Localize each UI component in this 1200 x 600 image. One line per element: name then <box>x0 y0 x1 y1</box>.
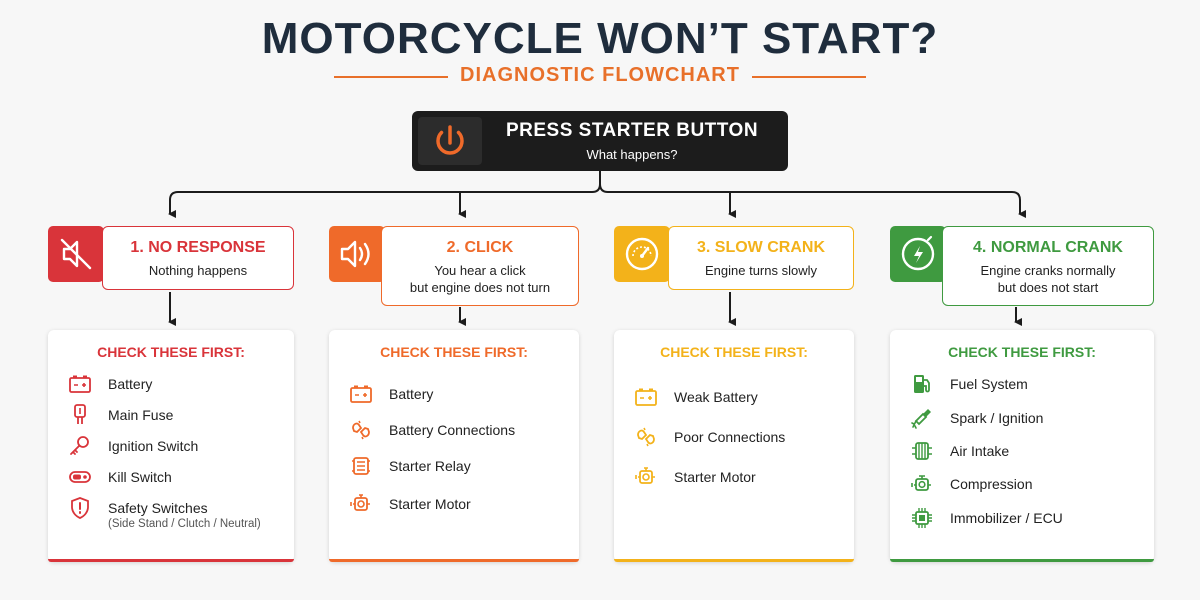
list-item: Starter Motor <box>329 492 579 516</box>
list-item: Main Fuse <box>48 403 294 427</box>
branch-2-title: 2. CLICK <box>446 239 514 256</box>
air-filter-icon <box>910 439 934 463</box>
check-label: Starter Motor <box>674 469 756 485</box>
branch-4-title: 4. NORMAL CRANK <box>973 239 1123 256</box>
battery-icon <box>634 385 658 409</box>
spark-plug-icon <box>910 406 934 430</box>
card-accent-bar <box>890 559 1154 562</box>
list-item: Immobilizer / ECU <box>890 506 1154 530</box>
check-label: Starter Relay <box>389 458 471 474</box>
start-node: PRESS STARTER BUTTON What happens? <box>412 111 788 171</box>
check-label: Immobilizer / ECU <box>950 510 1063 526</box>
tachometer-icon <box>890 226 946 282</box>
branch-2-checklist: CHECK THESE FIRST: Battery Battery Conne… <box>329 330 579 562</box>
branch-1-title: 1. NO RESPONSE <box>130 239 266 256</box>
kill-switch-icon <box>68 465 92 489</box>
branch-1-description: Nothing happens <box>148 263 248 278</box>
list-item: Spark / Ignition <box>890 406 1154 430</box>
connection-icon <box>634 425 658 449</box>
branch-1-header: 1. NO RESPONSE Nothing happens <box>102 226 294 290</box>
page-title: MOTORCYCLE WON’T START? <box>261 14 939 63</box>
list-item: Battery Connections <box>329 418 579 442</box>
branch-1-checklist: CHECK THESE FIRST: Battery Main Fuse Ign… <box>48 330 294 562</box>
fuel-pump-icon <box>910 372 934 396</box>
check-label: Battery Connections <box>389 422 516 438</box>
list-item: Compression <box>890 472 1154 496</box>
branch-3-title: 3. SLOW CRANK <box>697 239 825 256</box>
check-label: Battery <box>108 376 153 392</box>
divider-left <box>334 76 448 78</box>
list-item: Fuel System <box>890 372 1154 396</box>
check-label: Safety Switches <box>108 500 208 516</box>
check-label: Ignition Switch <box>108 438 199 454</box>
motor-icon <box>634 465 658 489</box>
card-accent-bar <box>329 559 579 562</box>
check-label: Weak Battery <box>674 389 758 405</box>
check-label: Poor Connections <box>674 429 786 445</box>
gauge-icon <box>614 226 670 282</box>
list-item: Poor Connections <box>614 425 854 449</box>
check-label: Main Fuse <box>108 407 174 423</box>
shield-icon <box>68 496 92 520</box>
check-label: Fuel System <box>950 376 1028 392</box>
branch-2-check-heading: CHECK THESE FIRST: <box>380 344 528 360</box>
check-label: Compression <box>950 476 1033 492</box>
list-item: Starter Relay <box>329 454 579 478</box>
branch-4-description-line1: Engine cranks normally <box>980 263 1116 278</box>
list-item: Air Intake <box>890 439 1154 463</box>
branch-4-description-line2: but does not start <box>997 280 1099 295</box>
list-item: Battery <box>329 382 579 406</box>
check-label: Air Intake <box>950 443 1010 459</box>
check-label: Spark / Ignition <box>950 410 1044 426</box>
check-label: Starter Motor <box>389 496 471 512</box>
relay-icon <box>349 454 373 478</box>
compression-icon <box>910 472 934 496</box>
branch-3-description: Engine turns slowly <box>705 263 817 278</box>
connection-icon <box>349 418 373 442</box>
motor-icon <box>349 492 373 516</box>
subtitle-row: DIAGNOSTIC FLOWCHART <box>0 64 1200 90</box>
branch-2-description-line2: but engine does not turn <box>409 280 551 295</box>
page-subtitle: DIAGNOSTIC FLOWCHART <box>460 64 740 86</box>
start-question: What happens? <box>586 147 678 162</box>
branch-2-header: 2. CLICK You hear a click but engine doe… <box>381 226 579 306</box>
power-icon <box>418 117 482 165</box>
branch-4-checklist: CHECK THESE FIRST: Fuel System Spark / I… <box>890 330 1154 562</box>
list-item: Safety Switches (Side Stand / Clutch / N… <box>48 496 294 530</box>
list-item: Battery <box>48 372 294 396</box>
branch-4-header: 4. NORMAL CRANK Engine cranks normally b… <box>942 226 1154 306</box>
list-item: Kill Switch <box>48 465 294 489</box>
key-icon <box>68 434 92 458</box>
branch-3-checklist: CHECK THESE FIRST: Weak Battery Poor Con… <box>614 330 854 562</box>
list-item: Ignition Switch <box>48 434 294 458</box>
list-item: Weak Battery <box>614 385 854 409</box>
check-note: (Side Stand / Clutch / Neutral) <box>108 518 261 530</box>
check-label: Battery <box>389 386 434 402</box>
check-label: Kill Switch <box>108 469 172 485</box>
battery-icon <box>68 372 92 396</box>
fuse-icon <box>68 403 92 427</box>
battery-icon <box>349 382 373 406</box>
card-accent-bar <box>614 559 854 562</box>
speaker-mute-icon <box>48 226 104 282</box>
branch-1-check-heading: CHECK THESE FIRST: <box>97 344 245 360</box>
connector-branch-1 <box>168 171 601 218</box>
list-item: Starter Motor <box>614 465 854 489</box>
connector-branch-4 <box>599 183 1026 218</box>
branch-4-check-heading: CHECK THESE FIRST: <box>948 344 1096 360</box>
divider-right <box>752 76 866 78</box>
branch-2-description-line1: You hear a click <box>434 263 526 278</box>
branch-3-check-heading: CHECK THESE FIRST: <box>660 344 808 360</box>
chip-icon <box>910 506 934 530</box>
speaker-sound-icon <box>329 226 385 282</box>
branch-3-header: 3. SLOW CRANK Engine turns slowly <box>668 226 854 290</box>
card-accent-bar <box>48 559 294 562</box>
start-title: PRESS STARTER BUTTON <box>505 120 759 141</box>
